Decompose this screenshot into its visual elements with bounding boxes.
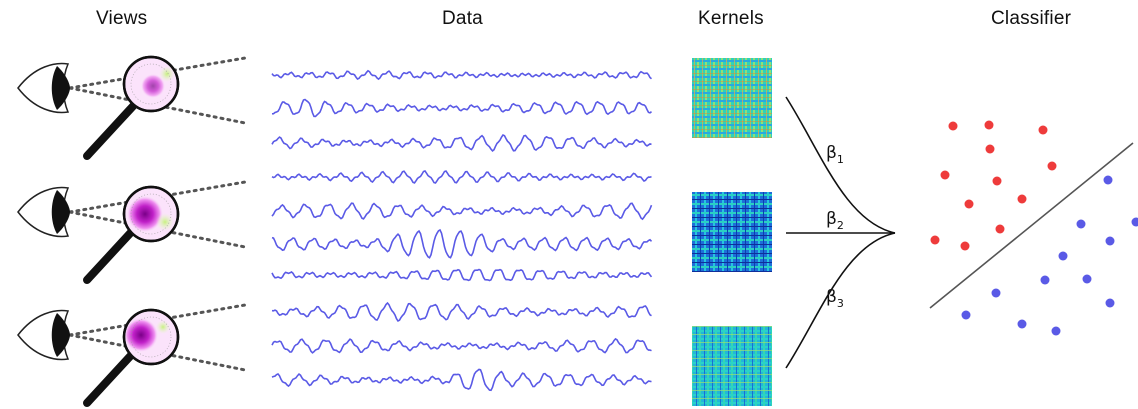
point-class-b-4 xyxy=(1105,236,1115,246)
point-class-a-4 xyxy=(985,144,995,154)
point-class-a-1 xyxy=(948,121,958,131)
point-class-b-5 xyxy=(1058,251,1068,261)
signal-trace-10 xyxy=(271,368,652,392)
point-class-b-12 xyxy=(1051,326,1061,336)
point-class-b-8 xyxy=(991,288,1001,298)
header-data: Data xyxy=(442,8,483,29)
view-2 xyxy=(17,180,247,284)
point-class-a-3 xyxy=(1038,125,1048,135)
signal-trace-9 xyxy=(271,337,652,354)
point-class-a-7 xyxy=(992,176,1002,186)
header-classifier: Classifier xyxy=(991,8,1072,29)
point-class-a-9 xyxy=(964,199,974,209)
kernel-matrix-3 xyxy=(692,326,772,406)
scalp-topomap-icon xyxy=(122,308,180,366)
point-class-a-5 xyxy=(1047,161,1057,171)
beta-label-3: β3 xyxy=(826,287,844,310)
point-class-a-6 xyxy=(940,170,950,180)
magnifier-icon xyxy=(83,100,139,160)
magnifier-icon xyxy=(83,224,139,284)
point-class-a-12 xyxy=(960,241,970,251)
svg-text:β2: β2 xyxy=(826,209,844,232)
kernel-combination-arrows xyxy=(785,96,896,369)
svg-text:β3: β3 xyxy=(826,287,844,310)
point-class-a-11 xyxy=(930,235,940,245)
magnifier-icon xyxy=(83,347,139,407)
signal-trace-2 xyxy=(271,98,653,118)
kernel-matrix-1 xyxy=(692,58,772,138)
view-3 xyxy=(17,303,247,407)
point-class-b-10 xyxy=(961,310,971,320)
scalp-topomap-icon xyxy=(122,185,180,243)
point-class-a-2 xyxy=(984,120,994,130)
eye-icon xyxy=(17,186,70,238)
signal-traces xyxy=(271,69,653,392)
signal-trace-4 xyxy=(271,170,652,184)
point-class-b-3 xyxy=(1131,217,1138,227)
point-class-b-6 xyxy=(1082,274,1092,284)
point-class-b-11 xyxy=(1017,319,1027,329)
beta-label-1: β1 xyxy=(826,143,844,166)
point-class-a-10 xyxy=(995,224,1005,234)
header-kernels: Kernels xyxy=(698,8,764,29)
classifier-scatter xyxy=(929,120,1138,336)
signal-trace-8 xyxy=(271,301,652,323)
decision-boundary xyxy=(929,142,1134,309)
eye-icon xyxy=(17,62,70,114)
signal-trace-6 xyxy=(271,228,653,259)
point-class-b-7 xyxy=(1040,275,1050,285)
beta-label-2: β2 xyxy=(826,209,844,232)
point-class-b-1 xyxy=(1103,175,1113,185)
signal-trace-3 xyxy=(271,133,652,153)
header-views: Views xyxy=(96,8,148,29)
signal-trace-1 xyxy=(271,69,652,81)
signal-trace-7 xyxy=(271,268,653,282)
eye-icon xyxy=(17,309,70,361)
point-class-b-9 xyxy=(1105,298,1115,308)
point-class-b-2 xyxy=(1076,219,1086,229)
signal-trace-5 xyxy=(271,202,653,221)
kernel-matrix-2 xyxy=(692,192,772,272)
scalp-topomap-icon xyxy=(122,55,180,113)
svg-text:β1: β1 xyxy=(826,143,844,166)
point-class-a-8 xyxy=(1017,194,1027,204)
view-1 xyxy=(17,55,247,160)
